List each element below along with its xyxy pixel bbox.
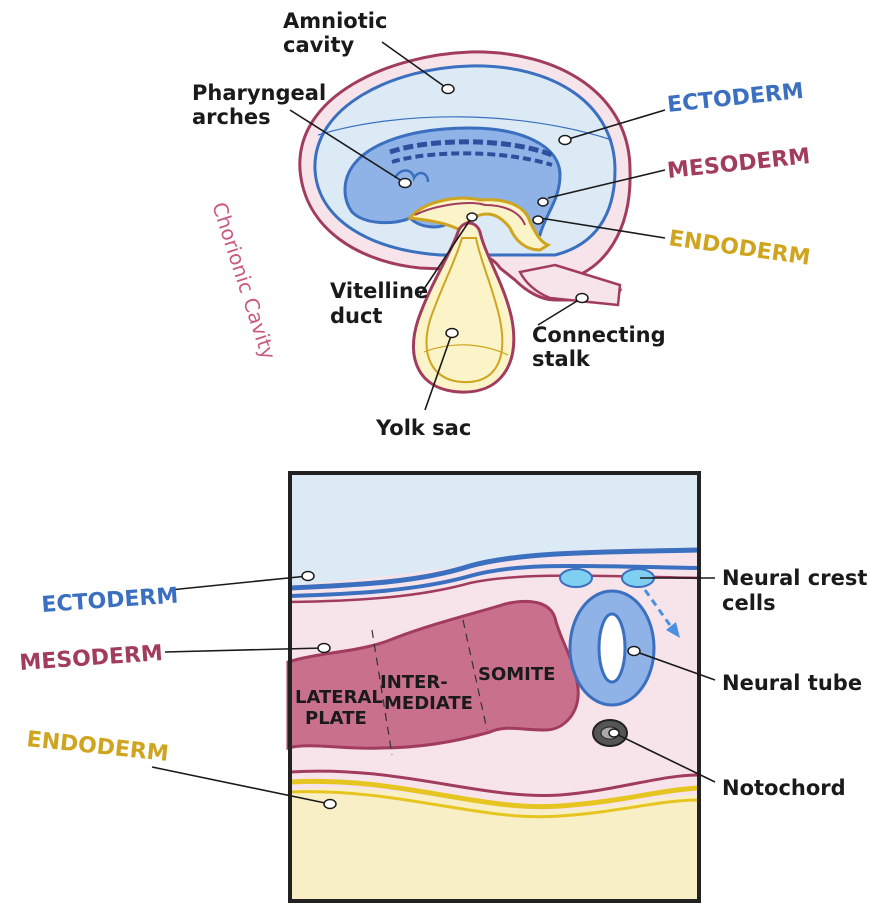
- pin-mesoderm: [538, 198, 548, 206]
- label-lateral-line1: LATERAL: [295, 687, 383, 708]
- label-mesoderm-bottom: MESODERM: [19, 641, 164, 676]
- label-neural-tube: Neural tube: [722, 671, 862, 695]
- label-vitelline-line1: Vitelline: [330, 279, 428, 303]
- label-mesoderm-top: MESODERM: [666, 144, 811, 184]
- label-neural-crest-line1: Neural crest: [722, 566, 867, 590]
- pin-amniotic: [442, 85, 454, 94]
- label-chorionic-cavity: Chorionic Cavity: [207, 199, 280, 362]
- pin-ectoderm: [559, 136, 571, 145]
- pin-endoderm: [533, 216, 543, 224]
- label-amniotic-line2: cavity: [283, 33, 355, 57]
- connecting-stalk-region: [520, 265, 620, 305]
- label-vitelline-line2: duct: [330, 304, 382, 328]
- label-pharyngeal-line1: Pharyngeal: [192, 81, 326, 105]
- label-somite: SOMITE: [478, 664, 555, 685]
- label-endoderm-bottom: ENDODERM: [25, 727, 169, 767]
- label-connecting-line2: stalk: [532, 347, 591, 371]
- pin-mesoderm-bottom: [318, 644, 330, 653]
- pin-pharyngeal: [399, 179, 411, 188]
- cross-section-diagram: LATERAL PLATE INTER- MEDIATE SOMITE ECTO…: [19, 473, 868, 901]
- label-intermediate-line1: INTER-: [380, 672, 448, 693]
- neural-crest-cell-left: [560, 569, 592, 587]
- label-connecting-line1: Connecting: [532, 323, 666, 347]
- label-pharyngeal-line2: arches: [192, 105, 271, 129]
- folded-embryo-diagram: Amniotic cavity Pharyngeal arches ECTODE…: [192, 9, 812, 440]
- pin-neural-tube: [628, 647, 640, 656]
- pin-notochord: [609, 729, 619, 737]
- pin-ectoderm-bottom: [302, 572, 314, 581]
- label-notochord: Notochord: [722, 776, 846, 800]
- label-yolk-sac: Yolk sac: [375, 416, 471, 440]
- pin-yolk: [446, 329, 458, 338]
- label-intermediate-line2: MEDIATE: [384, 693, 473, 714]
- leader-connecting: [538, 298, 582, 325]
- label-ectoderm-bottom: ECTODERM: [41, 583, 179, 617]
- pin-endoderm-bottom: [324, 800, 336, 809]
- leader-ectoderm-bottom: [170, 576, 308, 590]
- label-endoderm-top: ENDODERM: [667, 226, 812, 271]
- pin-connecting: [576, 294, 588, 303]
- label-amniotic-line1: Amniotic: [283, 9, 387, 33]
- label-neural-crest-line2: cells: [722, 591, 776, 615]
- neural-tube-lumen: [599, 614, 625, 682]
- label-lateral-line2: PLATE: [305, 708, 367, 729]
- label-ectoderm-top: ECTODERM: [666, 79, 805, 118]
- pin-vitelline: [467, 213, 477, 221]
